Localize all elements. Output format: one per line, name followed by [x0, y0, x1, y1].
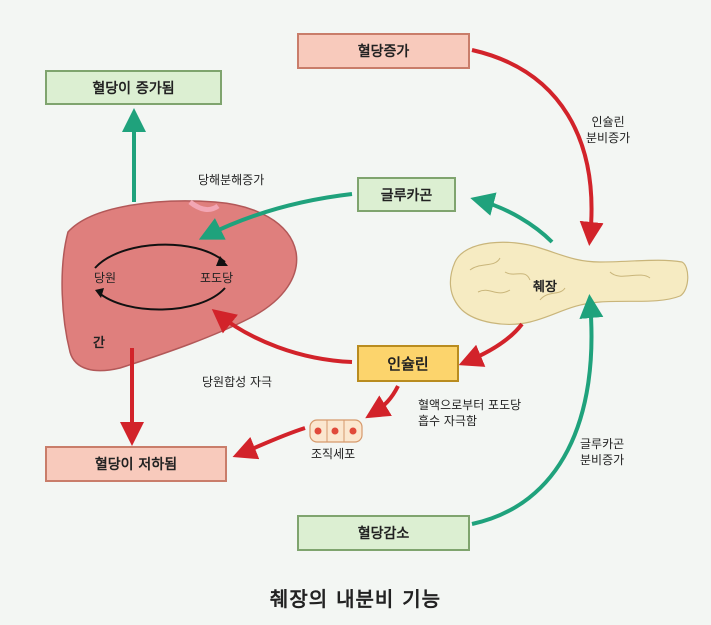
glucagon-secretion-label: 글루카곤 분비증가	[580, 436, 624, 468]
glycolysis-label: 당해분해증가	[198, 173, 265, 187]
blood-sugar-raised-box: 혈당이 증가됨	[45, 70, 222, 105]
pancreas-label: 췌장	[533, 280, 557, 295]
diagram-caption: 췌장의 내분비 기능	[269, 587, 442, 611]
pancreas-to-glucagon-arrow	[470, 192, 554, 244]
liver-shape	[61, 200, 298, 372]
glucagon-secretion-line1: 글루카곤	[580, 437, 625, 451]
blood-sugar-lowered-box: 혈당이 저하됨	[45, 446, 227, 482]
tissue-to-lowered-arrow	[232, 426, 306, 460]
glucose-uptake-line2: 흡수 자극함	[418, 414, 478, 428]
glycogen-synthesis-label: 당원합성 자극	[202, 375, 273, 389]
glucagon-box: 글루카곤	[357, 177, 456, 212]
blood-sugar-up-to-pancreas-arrow	[471, 48, 604, 246]
glycogen-label: 당원	[94, 271, 117, 285]
insulin-to-liver-arrow	[211, 308, 353, 364]
glucagon-secretion-line2: 분비증가	[580, 453, 625, 467]
insulin-secretion-line1: 인슐린	[591, 115, 625, 129]
glycogen-to-glucose-arrow	[94, 243, 226, 269]
glucose-uptake-label: 혈액으로부터 포도당 흡수 자극함	[418, 397, 521, 429]
glucose-to-glycogen-arrow	[97, 287, 226, 311]
glucose-uptake-line1: 혈액으로부터 포도당	[418, 398, 522, 412]
insulin-secretion-label: 인슐린 분비증가	[586, 114, 630, 146]
insulin-secretion-line2: 분비증가	[586, 131, 631, 145]
insulin-to-tissue-arrow	[365, 385, 400, 419]
insulin-box: 인슐린	[357, 345, 459, 382]
liver-label: 간	[93, 336, 105, 351]
pancreas-shape	[449, 241, 689, 325]
blood-sugar-down-to-pancreas-arrow	[471, 294, 604, 526]
glucagon-to-liver-arrow	[198, 192, 353, 240]
tissue-cells-label: 조직세포	[311, 447, 356, 461]
glucose-label: 포도당	[200, 271, 234, 285]
blood-sugar-down-box: 혈당감소	[297, 515, 470, 551]
tissue-cells-icon	[309, 419, 363, 443]
blood-sugar-up-box: 혈당증가	[297, 33, 470, 69]
pancreas-to-insulin-arrow	[458, 322, 524, 367]
